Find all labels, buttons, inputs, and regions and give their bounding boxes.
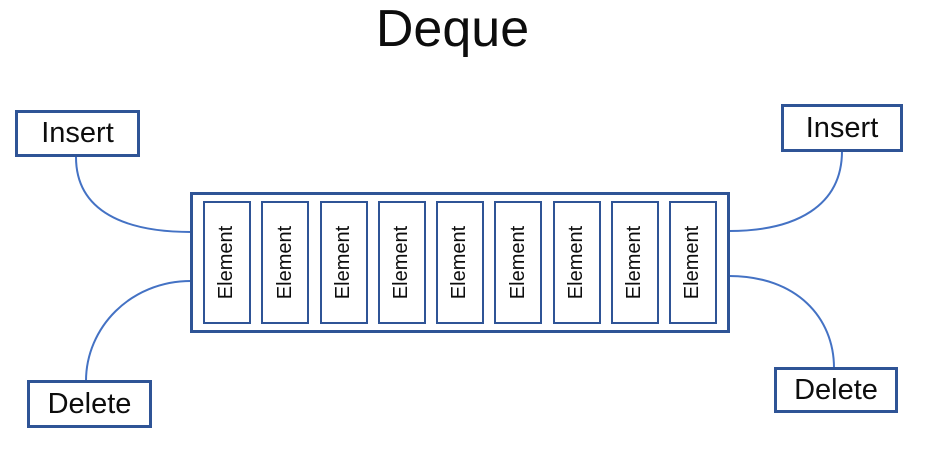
element-label: Element xyxy=(623,225,646,300)
insert-left-box: Insert xyxy=(15,110,140,157)
insert-right-label: Insert xyxy=(805,111,879,144)
element-cell: Element xyxy=(610,201,659,324)
insert-left-label: Insert xyxy=(41,117,114,149)
connector-delete-left xyxy=(85,280,192,382)
page-title: Deque xyxy=(375,0,530,58)
element-label: Element xyxy=(448,225,471,300)
element-label: Element xyxy=(273,225,296,300)
element-cell: Element xyxy=(377,201,426,324)
element-label: Element xyxy=(506,225,529,300)
connector-delete-right xyxy=(728,275,835,369)
element-cell: Element xyxy=(319,201,368,324)
delete-left-label: Delete xyxy=(47,387,132,420)
element-label: Element xyxy=(565,225,587,300)
element-label: Element xyxy=(215,225,238,300)
connector-insert-right xyxy=(728,150,843,232)
element-label: Element xyxy=(332,225,354,300)
element-label: Element xyxy=(681,225,704,300)
element-cell: Element xyxy=(494,201,543,324)
deque-container: Element Element Element Element Element Eleme… xyxy=(190,192,730,333)
delete-left-box: Delete xyxy=(27,380,152,428)
element-cell: Element xyxy=(552,201,601,324)
element-label: Element xyxy=(390,225,413,300)
element-cell: Element xyxy=(436,201,484,324)
connector-insert-left xyxy=(75,156,192,233)
delete-right-box: Delete xyxy=(774,367,898,413)
delete-right-label: Delete xyxy=(794,373,878,406)
element-cell: Element xyxy=(669,201,717,324)
element-cell: Element xyxy=(203,201,251,324)
insert-right-box: Insert xyxy=(781,104,903,152)
element-cell: Element xyxy=(261,201,310,324)
